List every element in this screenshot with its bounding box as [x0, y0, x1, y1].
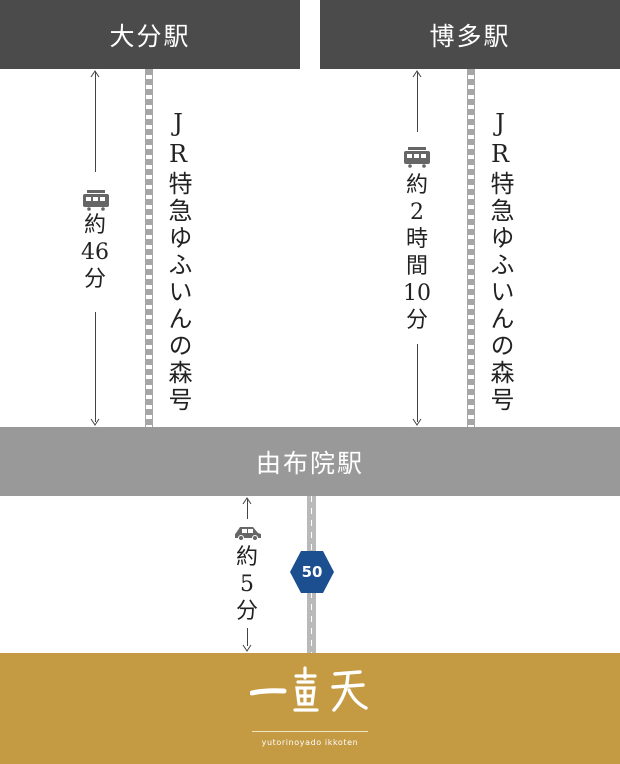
- duration-hakata: 約 2 時 間 10 分: [397, 172, 437, 334]
- station-yufuin: 由布院駅: [0, 427, 620, 496]
- arrow-down-icon: [90, 418, 100, 426]
- duration-hakata-unit3: 分: [405, 308, 428, 333]
- brand-divider: [252, 731, 368, 732]
- arrow-up-icon: [412, 70, 422, 78]
- rail-track-oita: [145, 69, 153, 427]
- station-yufuin-label: 由布院駅: [255, 448, 364, 478]
- duration-hakata-prefix: 約: [405, 173, 428, 198]
- station-oita: 大分駅: [0, 0, 300, 69]
- route-number: 50: [301, 563, 323, 581]
- arrow-up-icon: [242, 497, 252, 505]
- duration-oita-prefix: 約: [83, 213, 106, 238]
- train-name-oita: JR特急ゆふいんの森号: [164, 109, 192, 414]
- arrow-up-icon: [90, 70, 100, 78]
- arrow-down-icon: [242, 644, 252, 652]
- duration-car-number: 5: [240, 572, 254, 597]
- car-icon: [235, 527, 261, 541]
- arrow-down-icon: [412, 418, 422, 426]
- station-hakata-label: 博多駅: [429, 21, 511, 51]
- brand-logo: [250, 666, 368, 712]
- duration-line-car-bottom: [247, 628, 248, 646]
- duration-line-oita-bottom: [95, 312, 96, 422]
- rail-track-hakata: [467, 69, 475, 427]
- duration-hakata-unit1: 時: [405, 227, 428, 252]
- train-name-hakata: JR特急ゆふいんの森号: [486, 109, 514, 414]
- duration-hakata-unit2: 間: [405, 254, 428, 279]
- duration-line-hakata-top: [417, 72, 418, 132]
- duration-oita: 約 46 分: [75, 212, 115, 293]
- duration-line-hakata-bottom: [417, 344, 418, 422]
- duration-oita-unit: 分: [83, 267, 106, 292]
- train-icon: [83, 190, 109, 211]
- duration-hakata-number: 2: [410, 200, 424, 225]
- duration-line-oita-top: [95, 72, 96, 172]
- duration-car-prefix: 約: [235, 545, 258, 570]
- duration-car-unit: 分: [235, 599, 258, 624]
- duration-hakata-minutes: 10: [403, 281, 431, 306]
- duration-car: 約 5 分: [227, 544, 267, 625]
- hexagon-route-icon: [290, 551, 334, 593]
- train-icon: [404, 147, 430, 168]
- station-hakata: 博多駅: [320, 0, 620, 69]
- duration-oita-number: 46: [81, 240, 109, 265]
- station-oita-label: 大分駅: [109, 21, 191, 51]
- duration-line-car-top: [247, 499, 248, 519]
- brand-subtitle: yutorinoyado ikkoten: [261, 738, 359, 747]
